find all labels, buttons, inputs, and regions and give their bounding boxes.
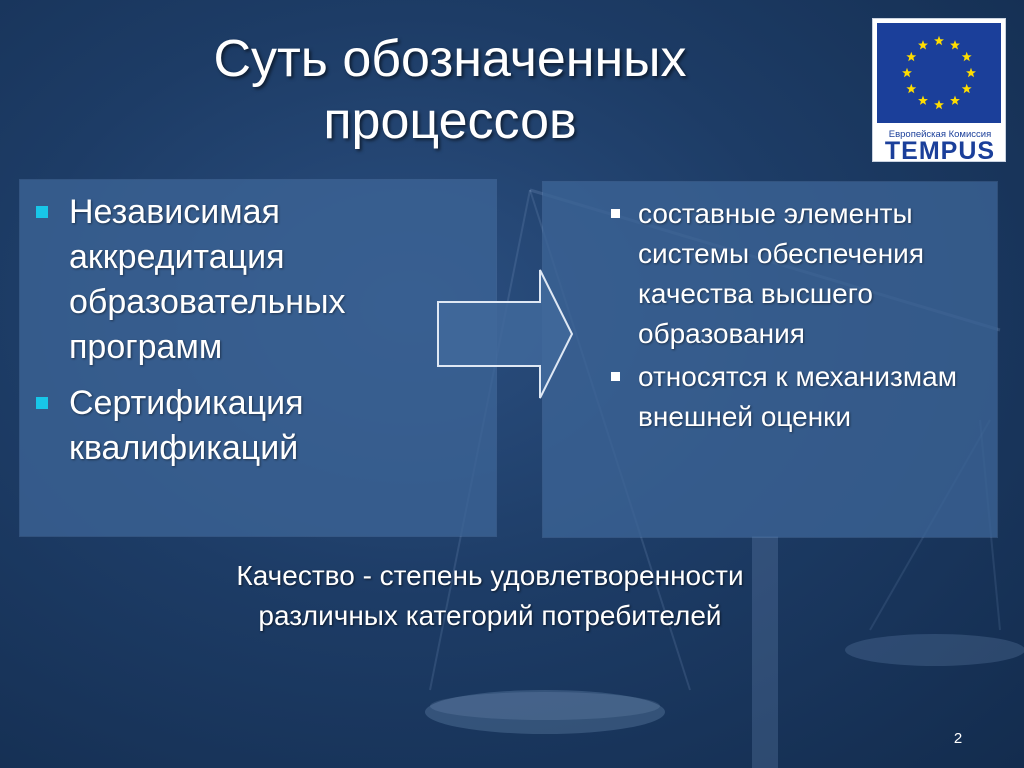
eu-star-icon bbox=[961, 83, 972, 94]
list-item: Независимая аккредитация образовательных… bbox=[34, 190, 474, 370]
list-item-text: составные элементы системы обеспечения к… bbox=[638, 198, 924, 349]
eu-star-icon bbox=[961, 51, 972, 62]
slide-title: Суть обозначенных процессов bbox=[80, 28, 820, 152]
left-content-box: Независимая аккредитация образовательных… bbox=[20, 180, 496, 536]
square-bullet-icon bbox=[611, 372, 620, 381]
title-line: Суть обозначенных bbox=[213, 30, 687, 88]
square-bullet-icon bbox=[36, 397, 48, 409]
square-bullet-icon bbox=[611, 209, 620, 218]
tempus-logo: Европейская Комиссия TEMPUS bbox=[872, 18, 1006, 165]
list-item-text: Сертификация квалификаций bbox=[69, 384, 304, 467]
eu-star-icon bbox=[934, 35, 944, 46]
eu-stars-icon bbox=[877, 23, 1001, 123]
footer-line: различных категорий потребителей bbox=[258, 600, 722, 631]
right-arrow-icon bbox=[437, 269, 574, 399]
eu-star-icon bbox=[966, 67, 976, 78]
page-number: 2 bbox=[953, 730, 963, 747]
right-bullet-list: составные элементы системы обеспечения к… bbox=[607, 194, 987, 440]
list-item-text: Независимая аккредитация образовательных… bbox=[69, 193, 346, 366]
footer-line: Качество - степень удовлетворенности bbox=[236, 560, 744, 591]
left-bullet-list: Независимая аккредитация образовательных… bbox=[34, 190, 474, 482]
list-item: относятся к механизмам внешней оценки bbox=[607, 357, 987, 437]
logo-word: TEMPUS bbox=[884, 137, 996, 165]
eu-star-icon bbox=[950, 40, 960, 50]
quality-definition: Качество - степень удовлетворенности раз… bbox=[150, 556, 830, 636]
list-item: Сертификация квалификаций bbox=[34, 381, 474, 471]
eu-star-icon bbox=[902, 67, 912, 78]
eu-star-icon bbox=[950, 95, 960, 105]
list-item-text: относятся к механизмам внешней оценки bbox=[638, 361, 957, 432]
title-line: процессов bbox=[323, 92, 577, 150]
eu-star-icon bbox=[918, 95, 928, 105]
eu-star-icon bbox=[906, 83, 917, 94]
eu-star-icon bbox=[906, 51, 917, 62]
logo-caption: Европейская Комиссия bbox=[888, 129, 992, 140]
list-item: составные элементы системы обеспечения к… bbox=[607, 194, 987, 354]
right-content-box: составные элементы системы обеспечения к… bbox=[543, 182, 997, 537]
square-bullet-icon bbox=[36, 206, 48, 218]
eu-star-icon bbox=[918, 40, 928, 50]
eu-star-icon bbox=[934, 99, 944, 110]
